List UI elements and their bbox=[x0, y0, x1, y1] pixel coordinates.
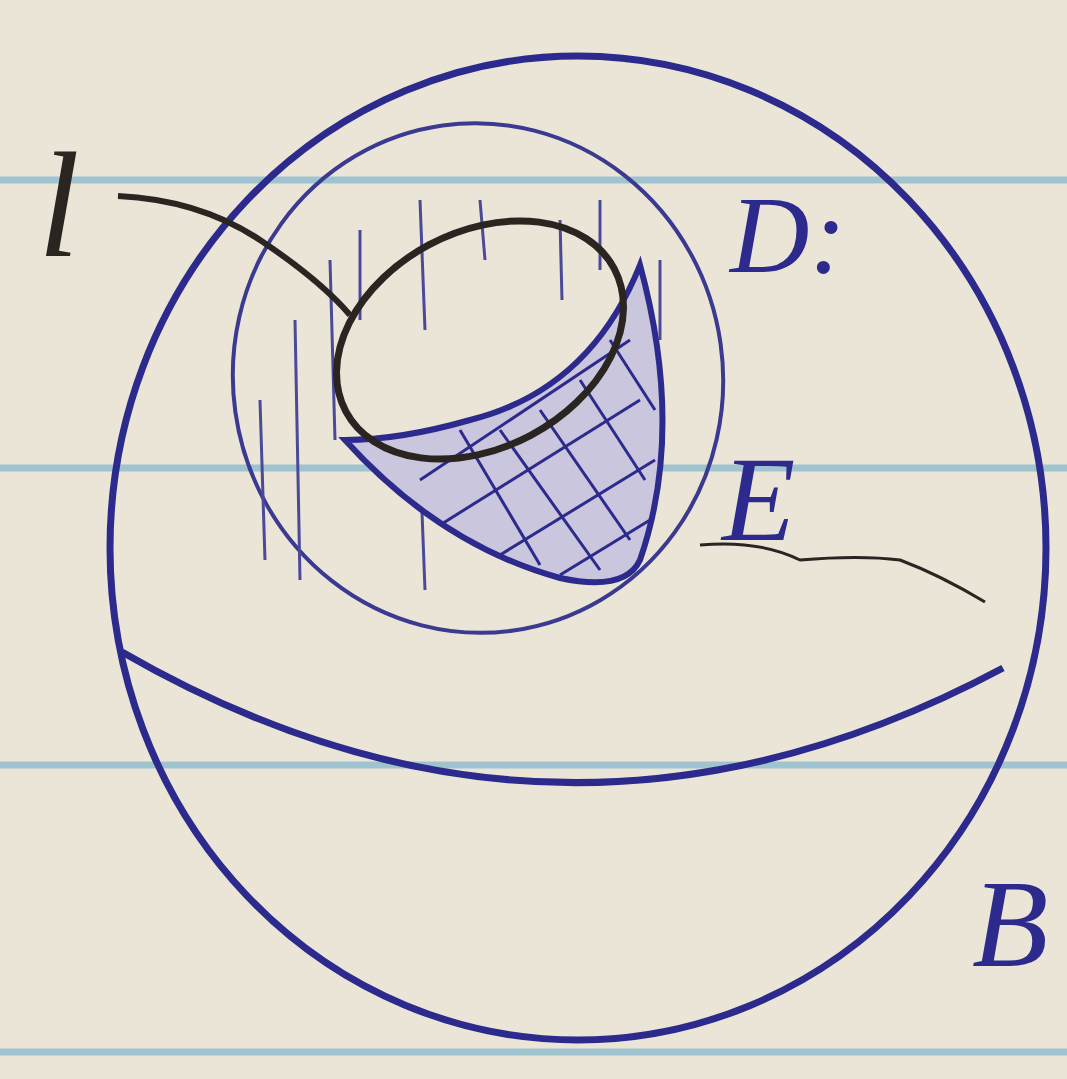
part-label: D: bbox=[730, 180, 846, 290]
disk-d bbox=[200, 91, 756, 664]
leader-l bbox=[118, 196, 350, 315]
part-label: B bbox=[972, 862, 1048, 987]
part-label: E bbox=[722, 440, 795, 560]
equator-disk bbox=[122, 652, 1003, 783]
curve-l bbox=[295, 173, 665, 506]
ball-outline bbox=[110, 56, 1046, 1040]
region-e bbox=[345, 265, 663, 582]
paper-lines bbox=[0, 180, 1067, 1052]
part-label: l bbox=[38, 130, 80, 280]
